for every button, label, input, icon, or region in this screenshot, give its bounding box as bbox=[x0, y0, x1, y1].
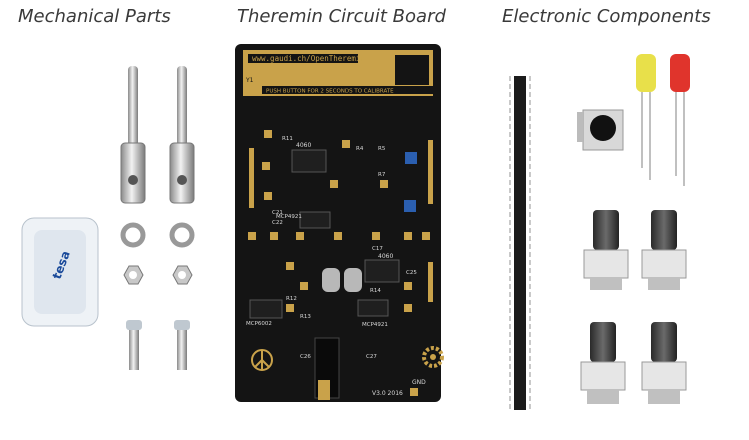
pad-r11: R11 bbox=[282, 136, 293, 142]
board-version: V3.0 2016 bbox=[372, 390, 403, 397]
board-heading: Theremin Circuit Board bbox=[237, 6, 446, 27]
antenna-rod-right bbox=[169, 66, 195, 204]
antenna-rod-left bbox=[120, 66, 146, 204]
theremin-pcb: www.gaudi.ch/OpenTheremin PUSH BUTTON FO… bbox=[235, 44, 444, 402]
chip-label-5: MCP4921 bbox=[362, 322, 388, 328]
calibration-banner: PUSH BUTTON FOR 2 SECONDS TO CALIBRATE bbox=[266, 89, 394, 95]
pad-c27: C27 bbox=[366, 354, 377, 360]
board-gnd: GND bbox=[412, 379, 426, 386]
pad-c25: C25 bbox=[406, 270, 417, 276]
adhesive-mount: tesa bbox=[21, 217, 99, 327]
mechanical-parts-heading: Mechanical Parts bbox=[18, 6, 171, 27]
push-button bbox=[577, 109, 624, 151]
pad-y1: Y1 bbox=[245, 77, 254, 84]
potentiometer-2 bbox=[641, 210, 687, 290]
potentiometer-3 bbox=[580, 322, 626, 404]
pad-c21: C21 bbox=[272, 210, 283, 216]
pin-header-strip bbox=[509, 76, 531, 410]
pad-r5: R5 bbox=[378, 146, 386, 152]
chip-label-3: 4060 bbox=[378, 253, 393, 260]
lock-washers bbox=[120, 222, 195, 248]
chip-label-2: MCP4921 bbox=[276, 214, 302, 220]
led-red-body bbox=[670, 54, 690, 92]
led-yellow bbox=[636, 54, 656, 180]
pad-r13: R13 bbox=[300, 314, 311, 320]
chip-label-1: 4060 bbox=[296, 142, 311, 149]
potentiometer-4 bbox=[641, 322, 687, 404]
chip-label-4: MCP6002 bbox=[246, 321, 272, 327]
pad-r7: R7 bbox=[378, 172, 386, 178]
electronic-components-heading: Electronic Components bbox=[502, 6, 711, 27]
pad-r12: R12 bbox=[286, 296, 297, 302]
board-url: www.gaudi.ch/OpenTheremin bbox=[252, 54, 365, 63]
pad-r14: R14 bbox=[370, 288, 381, 294]
hex-nuts bbox=[123, 265, 193, 285]
open-hardware-gear-icon bbox=[422, 346, 444, 368]
pad-c17: C17 bbox=[372, 246, 383, 252]
pad-r4: R4 bbox=[356, 146, 364, 152]
led-red bbox=[670, 54, 690, 186]
screws bbox=[126, 320, 190, 370]
pad-c26: C26 bbox=[300, 354, 311, 360]
led-yellow-body bbox=[636, 54, 656, 92]
pad-y2: Y2 bbox=[420, 77, 429, 84]
peace-symbol-icon bbox=[251, 349, 273, 371]
potentiometer-1 bbox=[583, 210, 629, 290]
pad-c22: C22 bbox=[272, 220, 283, 226]
